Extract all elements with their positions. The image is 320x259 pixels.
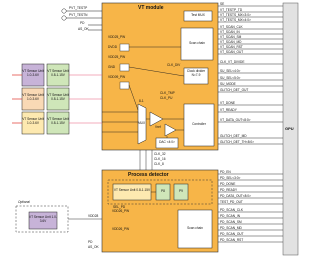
mux-input-1: CLK_TMP (160, 91, 175, 95)
signal-pd-data-out: PD_DATA_OUT<8:0> (220, 194, 251, 198)
signal-vt-testp-td: VT_TESTP_TD (220, 8, 243, 12)
signal-vt-data-out: VT_DATA_OUT<8:0> (220, 118, 251, 122)
vt-left-label-2: VDD25_PW (108, 55, 126, 59)
sensor-unit-5: VT Sensor Unit 1.0-3.6V (22, 117, 44, 125)
clk-div-label: CLK_DIV (167, 63, 181, 67)
signal-vt-scan-out: VT_SCAN_OUT (220, 50, 244, 54)
gpu-bar (282, 2, 299, 256)
mux-top-label: 8-1 (139, 99, 144, 103)
gpu-label: GPU (285, 126, 294, 131)
mid-signal-2: CLK_16 (154, 157, 166, 161)
dac-block: DAC <4:0> (159, 140, 175, 144)
pin-pvt-testn: PVT_TESTN (69, 13, 88, 17)
pd-left-label-1: VDD28 (88, 214, 99, 218)
signal-pd-ready: PD_READY (220, 188, 238, 192)
signal-clk-vt-divide: CLK_VT_DIVIDE (220, 60, 245, 64)
signal-vt-scan-rst: VT_SCAN_RST (220, 45, 243, 49)
pd-p9-block: P9 (179, 189, 183, 193)
pd-left-label-2: VDD26_PW (112, 209, 130, 213)
signal-pd-scan-rst: PD_SCAN_RST (220, 238, 244, 242)
signal-vt-tests-mx-4: VT_TESTS_MX<4:0> (220, 18, 251, 22)
pd-p8-block: P8 (161, 189, 165, 193)
scan-chain-top-block: Scan chain (189, 41, 205, 45)
pd-vt-sensor-unit: VT Sensor Unit 0.8-1.15V (113, 188, 151, 192)
signal-glitch-det-md: GLITCH_DET_MD (220, 134, 247, 138)
signal-pd-scan-in: PD_SCAN_IN (220, 214, 241, 218)
optional-tag: Optional (18, 200, 30, 204)
signal-glitch-det-th: GLITCH_DET_TH<8:0> (220, 140, 255, 144)
signal-su-sel-5: SU_SEL<5:0> (220, 76, 241, 80)
test-mux-block: Test MUX (191, 13, 205, 17)
signal-pd-done: PD_DONE (220, 182, 236, 186)
pin-as-ok: AS_OK (78, 27, 89, 31)
signal-pd-sel: PD_SEL<3:0> (220, 176, 241, 180)
signal-su-mode: SU_MODE (220, 82, 236, 86)
signal-pd-scan-clk: PD_SCAN_CLK (220, 208, 244, 212)
signal-glitch-det-out: GLITCH_DET_OUT (220, 88, 249, 92)
sel-pd-label: SEL_PD (113, 205, 126, 209)
signal-vt-scan-sm: VT_SCAN_SM (220, 35, 242, 39)
signal-vt-scan-clk: VT_SCAN_CLK (220, 25, 243, 29)
signal-vt-tests-mx-3: VT_TESTS_MX<3:0> (220, 13, 251, 17)
pin-pd: PD (80, 21, 85, 25)
signal-vt-done: VT_DONE (220, 101, 236, 105)
vt-module-title: VT module (138, 5, 164, 11)
controller-block: Controller (192, 122, 206, 126)
vt-left-label-5: VDD09_PW (108, 75, 126, 79)
vt-left-label-1: VDD25_PW (108, 35, 126, 39)
sensor-unit-3: VT Sensor Unit 1.0-3.6V (22, 93, 44, 101)
mid-signal-3: CLK_8 (154, 162, 164, 166)
signal-vt-scan-in: VT_SCAN_IN (220, 30, 240, 34)
pd-left-label-3: VDD26_PW (112, 227, 130, 231)
signal-vt-ready: VT_READY (220, 108, 237, 112)
sensor-unit-2: VT Sensor Unit 0.8-1.15V (47, 69, 69, 77)
process-detector-title: Process detector (128, 172, 169, 178)
signal-vt-scan-md: VT_SCAN_MD (220, 40, 242, 44)
signal-pd-en: PD_EN (220, 170, 231, 174)
clock-divider-block: Clock divider N=7-9 (186, 69, 206, 77)
block-diagram-canvas (12, 2, 299, 256)
signal-test-pd-out: TEST_PD_OUT (220, 200, 243, 204)
pd-left-label-5: AS_OK (88, 245, 99, 249)
pin-pvt-testp: PVT_TESTP (69, 6, 88, 10)
vt-left-label-4: GND (108, 65, 116, 69)
sensor-unit-6: VT Sensor Unit 0.8-1.15V (47, 117, 69, 125)
sensor-unit-4: VT Sensor Unit 0.8-1.15V (47, 93, 69, 101)
signal-se: SE (220, 2, 225, 6)
vt-left-label-3: DVDD (108, 45, 118, 49)
vref-label: Vref (155, 125, 161, 129)
mux-input-2: CLK_PU (160, 96, 173, 100)
sensor-unit-1: VT Sensor Unit 1.0-3.6V (22, 69, 44, 77)
signal-pd-scan-out: PD_SCAN_OUT (220, 232, 244, 236)
pd-left-label-4: PD (88, 240, 93, 244)
mux-label: MUX (138, 121, 146, 125)
signal-su-sel-4: SU_SEL<4:0> (220, 69, 241, 73)
signal-pd-scan-md: PD_SCAN_MD (220, 226, 242, 230)
scan-chain-bottom-block: Scan chain (187, 226, 203, 230)
optional-sensor-unit: VT Sensor Unit 1.0-3.6V (29, 215, 57, 223)
mid-signal-1: CLK_32 (154, 152, 166, 156)
signal-pd-scan-sm: PD_SCAN_SM (220, 220, 242, 224)
